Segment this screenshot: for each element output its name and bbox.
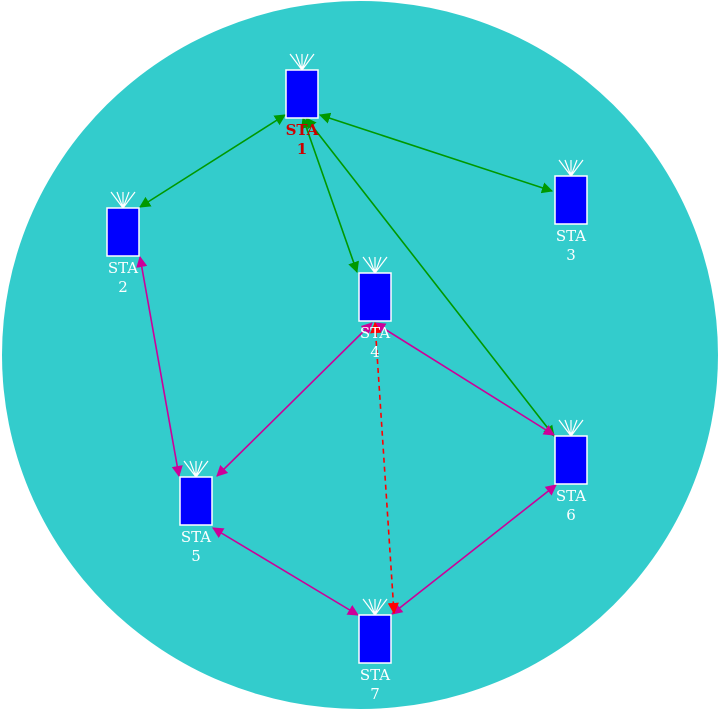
- antenna-icon: [362, 256, 388, 274]
- station-label: STA: [181, 528, 211, 546]
- station-label: STA: [360, 324, 390, 342]
- station-box[interactable]: [179, 476, 213, 526]
- station-box[interactable]: [358, 272, 392, 322]
- station-label: STA: [108, 259, 138, 277]
- link-sta-6-sta-7: [391, 484, 557, 615]
- station-label: STA: [360, 666, 390, 684]
- antenna-icon: [110, 191, 136, 209]
- station-number: 2: [118, 278, 128, 296]
- station-number: 1: [297, 140, 307, 158]
- station-number: 6: [566, 506, 576, 524]
- antenna-icon: [558, 159, 584, 177]
- station-number: 5: [191, 547, 201, 565]
- link-sta-1-sta-2: [139, 114, 286, 208]
- link-sta-2-sta-5: [136, 255, 183, 478]
- station-number: 7: [370, 685, 380, 703]
- antenna-icon: [183, 460, 209, 478]
- station-box[interactable]: [358, 614, 392, 664]
- station-label: STA: [556, 487, 586, 505]
- station-number: 3: [566, 246, 576, 264]
- links-layer: [136, 112, 557, 616]
- station-box[interactable]: [106, 207, 140, 257]
- station-label: STA: [556, 227, 586, 245]
- link-sta-4-sta-7: [370, 321, 399, 615]
- station-number: 4: [370, 343, 380, 361]
- link-sta-4-sta-6: [374, 322, 555, 436]
- station-box[interactable]: [554, 175, 588, 225]
- antenna-icon: [362, 598, 388, 616]
- station-label: STA: [286, 121, 319, 139]
- antenna-icon: [558, 419, 584, 437]
- station-box[interactable]: [285, 69, 319, 119]
- link-sta-4-sta-5: [216, 322, 373, 477]
- link-sta-5-sta-7: [212, 527, 359, 616]
- station-box[interactable]: [554, 435, 588, 485]
- antenna-icon: [289, 53, 315, 71]
